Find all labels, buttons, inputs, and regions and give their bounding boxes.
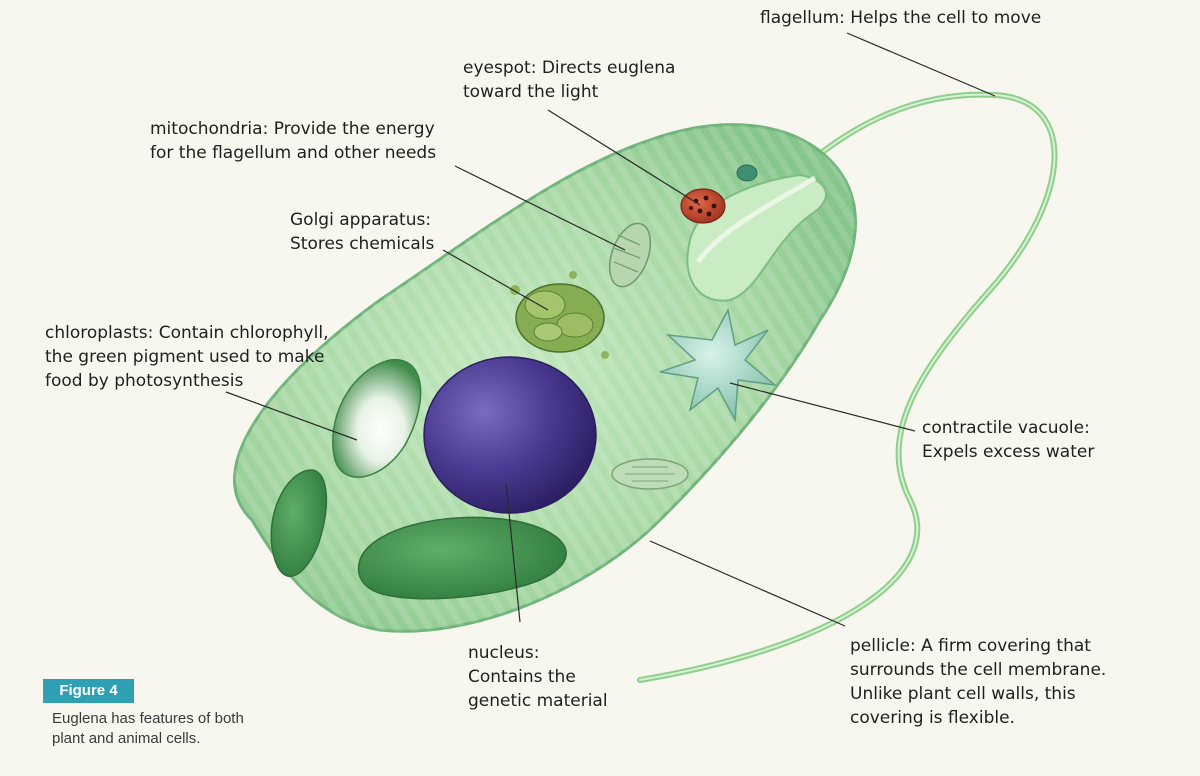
figure-badge: Figure 4 [43,679,134,703]
nucleus-shape [423,356,597,514]
mitochondrion-lower [611,458,689,490]
leader-vacuole [729,382,916,432]
leader-mitochondria [454,165,626,251]
leader-chloroplasts [225,391,358,441]
chloroplast-left [270,469,328,578]
photoreceptor-dot [736,164,758,182]
golgi-shape [510,271,609,359]
label-chloroplasts: chloroplasts: Contain chlorophyll, the g… [45,323,329,391]
label-nucleus: nucleus: Contains the genetic material [468,643,608,711]
label-eyespot: eyespot: Directs euglena toward the ligh… [463,58,676,102]
leader-nucleus [505,482,521,623]
eyespot-shape [680,188,726,224]
label-pellicle: pellicle: A firm covering that surrounds… [850,636,1107,728]
chloroplast-light [332,359,422,478]
contractile-vacuole-shape [659,307,778,423]
mitochondrion-upper [608,222,652,288]
leader-pellicle [649,540,846,627]
label-mitochondria: mitochondria: Provide the energy for the… [150,119,437,163]
label-golgi-apparatus: Golgi apparatus: Stores chemicals [290,210,435,254]
figure-caption: Euglena has features of both plant and a… [52,710,244,747]
leader-flagellum [846,32,996,97]
leader-golgi [442,249,549,311]
label-flagellum: flagellum: Helps the cell to move [760,8,1042,28]
chloroplast-bottom [357,516,567,600]
label-contractile-vacuole: contractile vacuole: Expels excess water [922,418,1095,462]
leader-eyespot [547,109,701,206]
leader-lines [225,32,996,627]
